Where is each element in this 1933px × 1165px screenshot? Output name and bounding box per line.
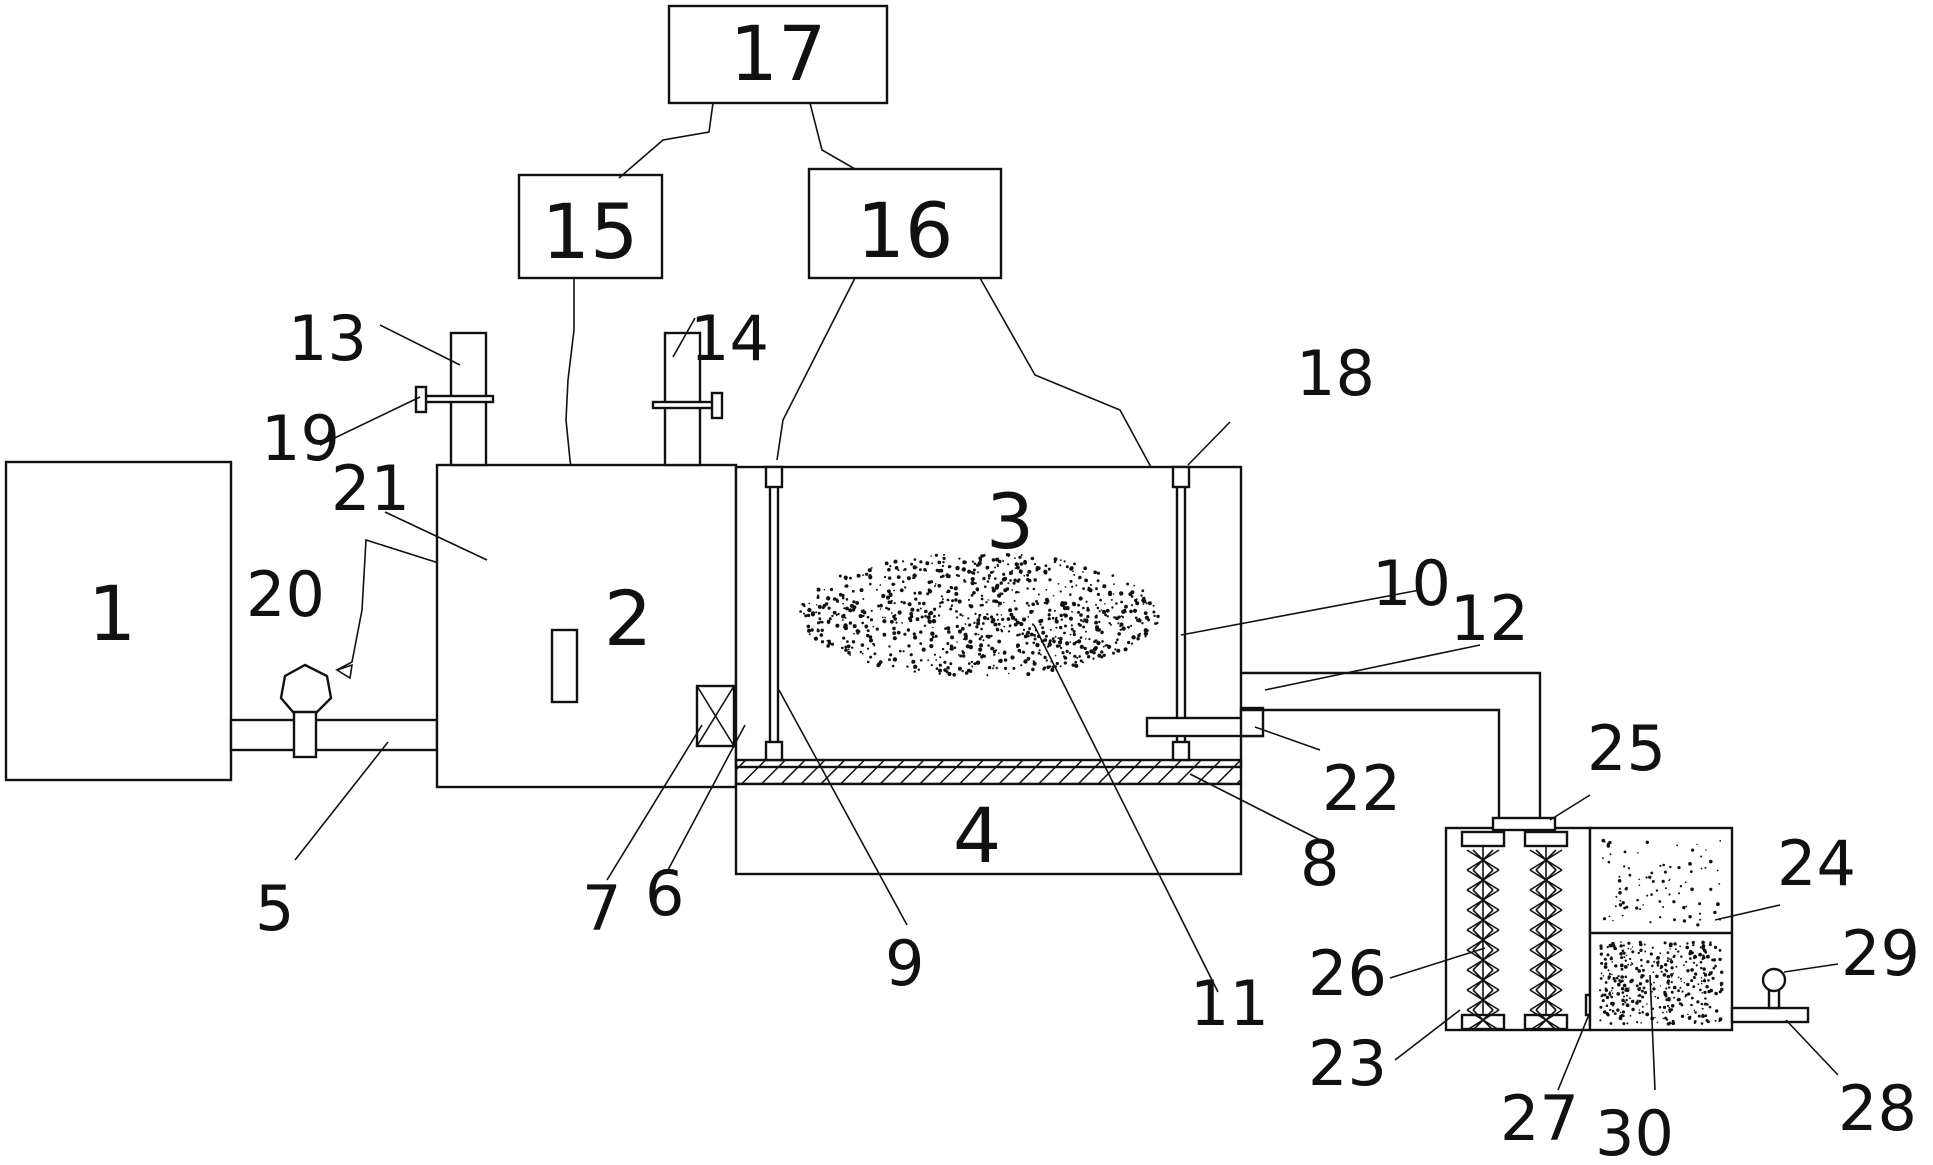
- filter-unit-23: [1444, 816, 1593, 1032]
- probe-15: [550, 628, 579, 704]
- label-6: 6: [645, 857, 684, 930]
- arrow-20: [335, 663, 353, 680]
- label-11: 11: [1190, 967, 1269, 1040]
- label-29: 29: [1841, 917, 1920, 990]
- outlet-28: [1730, 1006, 1810, 1024]
- label-3: 3: [986, 477, 1034, 566]
- leader-lines: [294, 317, 1839, 1091]
- label-30: 30: [1595, 1097, 1674, 1165]
- label-21: 21: [331, 452, 410, 525]
- label-20: 20: [246, 558, 325, 631]
- gauge-29: [1761, 967, 1787, 993]
- duct-12: [1241, 671, 1542, 818]
- box-15: 15: [517, 173, 664, 280]
- label-4: 4: [953, 791, 1001, 880]
- label-8: 8: [1300, 827, 1339, 900]
- control-line-20-21: [336, 538, 446, 671]
- label-13: 13: [288, 302, 367, 375]
- pipe-14: [663, 331, 702, 467]
- plate-8: [734, 758, 1243, 786]
- rod-9: [764, 465, 784, 762]
- label-28: 28: [1838, 1072, 1917, 1145]
- label-15: 15: [542, 187, 639, 276]
- label-16: 16: [857, 186, 954, 275]
- pump-20: [279, 663, 333, 714]
- wire-17-15: [618, 102, 714, 179]
- inlet-25: [1491, 816, 1557, 832]
- label-26: 26: [1308, 937, 1387, 1010]
- label-19: 19: [261, 402, 340, 475]
- base-4: 4: [734, 782, 1243, 880]
- valve-19-handle: [414, 385, 428, 414]
- box-17: 17: [667, 4, 889, 105]
- label-24: 24: [1777, 827, 1856, 900]
- label-14: 14: [690, 302, 769, 375]
- material-11: [799, 553, 1160, 677]
- pipe-5: [229, 718, 439, 752]
- label-7: 7: [582, 872, 621, 945]
- label-2: 2: [604, 574, 652, 663]
- outlet-22-cap: [1239, 706, 1265, 738]
- rod-10: [1171, 465, 1191, 762]
- tank-2: 2: [435, 463, 738, 789]
- wire-16-left-rod: [776, 277, 856, 461]
- label-25: 25: [1587, 712, 1666, 785]
- valve-14-handle: [710, 391, 724, 420]
- label-5: 5: [255, 872, 294, 945]
- fan-7: [695, 684, 736, 748]
- wire-17-16: [809, 102, 856, 170]
- label-10: 10: [1372, 547, 1451, 620]
- label-12: 12: [1450, 582, 1529, 655]
- box-16: 16: [807, 167, 1003, 280]
- number-labels: 13 14 19 21 20 5 7 6 9 11 8 22 10 12 18 …: [246, 302, 1920, 1165]
- tank-1: 1: [4, 460, 233, 782]
- label-17: 17: [730, 9, 827, 98]
- label-23: 23: [1308, 1027, 1387, 1100]
- label-18: 18: [1296, 337, 1375, 410]
- label-27: 27: [1500, 1082, 1579, 1155]
- valve-19-stem: [421, 394, 495, 404]
- valve-14-stem: [651, 400, 717, 410]
- label-22: 22: [1322, 752, 1401, 825]
- box-24: [1588, 826, 1734, 1032]
- label-1: 1: [88, 569, 136, 658]
- label-9: 9: [885, 927, 924, 1000]
